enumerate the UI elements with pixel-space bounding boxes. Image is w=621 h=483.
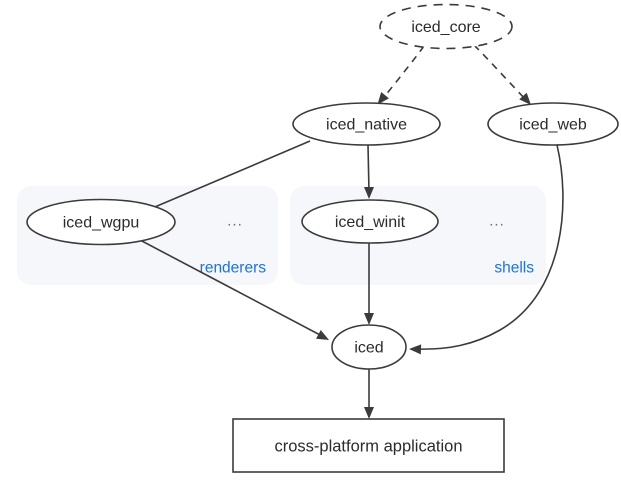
edge-native-to-winit — [364, 144, 374, 199]
cluster-ellipsis-shells: ... — [489, 213, 505, 230]
cluster-label-renderers: renderers — [200, 260, 267, 277]
edge-iced-to-app — [364, 369, 374, 419]
node-iced_winit[interactable]: iced_winit — [301, 199, 439, 244]
node-label-iced_web: iced_web — [519, 117, 587, 134]
cluster-ellipsis-renderers: ... — [227, 213, 243, 230]
node-shape-iced_core[interactable] — [379, 3, 513, 50]
arrow-head-wgpu-to-iced — [316, 329, 329, 340]
arrow-head-web-to-iced — [409, 344, 422, 355]
node-shape-app[interactable] — [232, 418, 505, 473]
node-shape-iced_native[interactable] — [292, 102, 441, 146]
node-iced[interactable]: iced — [331, 324, 407, 370]
arrow-head-winit-to-iced — [364, 313, 374, 325]
cluster-label-shells: shells — [494, 260, 534, 277]
node-label-iced_core: iced_core — [411, 19, 480, 36]
node-iced_core[interactable]: iced_core — [379, 3, 513, 50]
edge-line-native-to-wgpu — [142, 140, 311, 213]
node-shape-iced_winit[interactable] — [301, 199, 439, 244]
edge-line-core-to-native — [380, 45, 425, 102]
edge-group — [138, 44, 564, 419]
node-iced_web[interactable]: iced_web — [487, 102, 619, 146]
edge-core-to-native — [377, 45, 425, 105]
node-shape-iced_web[interactable] — [487, 102, 619, 146]
node-label-iced_wgpu: iced_wgpu — [63, 215, 140, 232]
edge-core-to-web — [473, 44, 531, 105]
arrow-head-core-to-native — [377, 92, 389, 105]
arrow-head-native-to-winit — [364, 187, 374, 199]
arrow-head-iced-to-app — [364, 407, 374, 419]
edge-line-core-to-web — [473, 44, 528, 102]
node-iced_native[interactable]: iced_native — [292, 102, 441, 146]
arrow-head-core-to-web — [519, 92, 531, 105]
edge-line-web-to-iced — [416, 144, 564, 350]
node-iced_wgpu[interactable]: iced_wgpu — [26, 198, 176, 246]
node-label-iced: iced — [354, 340, 383, 357]
node-label-app: cross-platform application — [275, 438, 463, 456]
edge-winit-to-iced — [364, 243, 374, 325]
edge-web-to-iced — [409, 144, 564, 355]
node-shape-iced[interactable] — [331, 324, 407, 370]
node-label-iced_winit: iced_winit — [335, 214, 406, 231]
node-label-iced_native: iced_native — [326, 117, 407, 134]
node-app[interactable]: cross-platform application — [232, 418, 505, 473]
edge-line-native-to-winit — [367, 144, 370, 193]
edge-wgpu-to-iced — [139, 239, 329, 340]
node-shape-iced_wgpu[interactable] — [26, 198, 176, 246]
edge-line-wgpu-to-iced — [139, 239, 323, 337]
